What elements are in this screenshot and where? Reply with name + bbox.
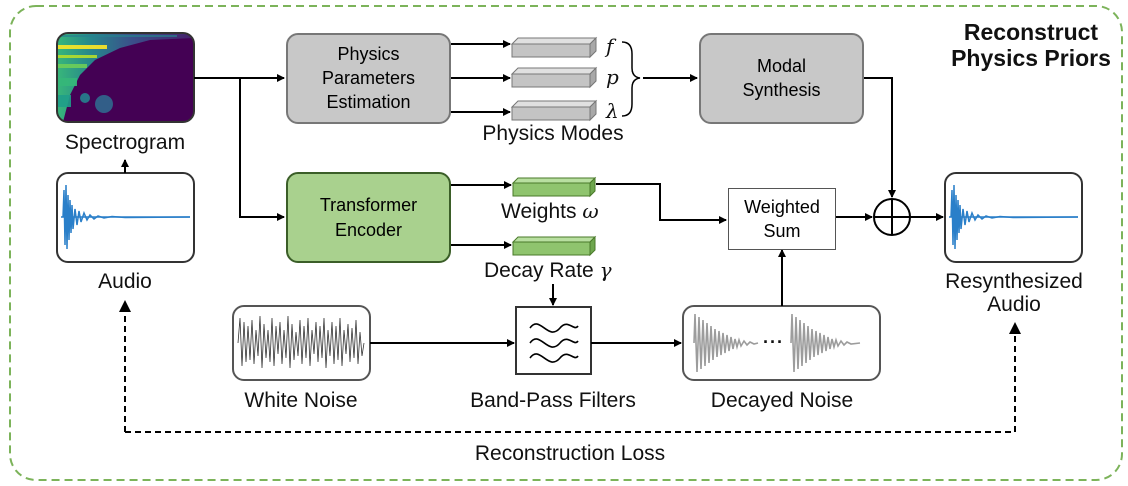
resynthesized-label: Resynthesized Audio	[945, 270, 1083, 316]
loss-arrowhead-right	[1009, 322, 1021, 334]
modal-synthesis-label-2: Synthesis	[742, 80, 821, 100]
outer-border	[9, 5, 1123, 481]
mode-bar-lambda	[510, 99, 598, 122]
symbol-gamma: γ	[599, 258, 612, 282]
diagram-title: Reconstruct Physics Priors	[951, 19, 1111, 72]
resynthesized-line-1: Resynthesized	[945, 270, 1083, 293]
title-line-2: Physics Priors	[951, 45, 1111, 72]
spectrogram-label: Spectrogram	[64, 131, 186, 154]
physics-params-label-2: Parameters	[321, 68, 416, 88]
white-noise-waveform	[232, 305, 371, 381]
weighted-sum-label-2: Sum	[763, 220, 801, 241]
transformer-label-1: Transformer	[319, 194, 418, 215]
decayed-noise-label: Decayed Noise	[710, 389, 854, 412]
symbol-omega: ω	[582, 199, 599, 223]
weighted-sum-box: Weighted Sum	[728, 188, 836, 250]
physics-modes-label: Physics Modes	[482, 122, 624, 145]
decayed-ellipsis: · · ·	[763, 332, 783, 352]
physics-params-label-3: Estimation	[326, 92, 411, 112]
white-noise-label: White Noise	[244, 389, 358, 412]
resynthesized-line-2: Audio	[987, 293, 1041, 317]
modal-synthesis-label-1: Modal	[756, 56, 806, 76]
transformer-encoder-box: Transformer Encoder	[286, 172, 451, 263]
weights-text: Weights	[501, 200, 577, 223]
weighted-sum-label-1: Weighted	[744, 196, 820, 217]
mode-bar-p	[510, 66, 598, 89]
title-line-1: Reconstruct	[963, 19, 1099, 45]
modes-brace	[621, 41, 641, 117]
physics-params-label-1: Physics	[337, 44, 400, 64]
reconstruction-loss-label: Reconstruction Loss	[474, 442, 666, 465]
resynthesized-waveform	[944, 172, 1083, 263]
connectors	[121, 40, 944, 347]
transformer-label-2: Encoder	[334, 219, 403, 240]
decay-rate-text: Decay Rate	[484, 259, 594, 282]
physics-params-box: Physics Parameters Estimation	[286, 33, 451, 124]
sum-operator	[873, 198, 911, 236]
symbol-lambda: λ	[606, 99, 619, 123]
band-pass-label: Band-Pass Filters	[470, 389, 636, 412]
weights-label: Weights ω	[501, 200, 599, 223]
band-pass-filter-icon	[515, 306, 592, 375]
spectrogram-image	[56, 32, 195, 123]
modal-synthesis-box: Modal Synthesis	[699, 33, 864, 124]
audio-label: Audio	[98, 270, 152, 293]
weights-bar	[511, 176, 597, 198]
symbol-f: f	[606, 34, 614, 58]
symbol-p: p	[606, 65, 619, 89]
mode-bar-f	[510, 36, 598, 59]
decayed-noise-waveform	[682, 305, 881, 381]
decay-rate-bar	[511, 235, 597, 257]
loss-arrowhead-left	[119, 300, 131, 312]
audio-waveform	[56, 172, 195, 263]
reconstruction-loss-path	[124, 306, 1016, 433]
decay-rate-label: Decay Rate γ	[484, 259, 612, 282]
